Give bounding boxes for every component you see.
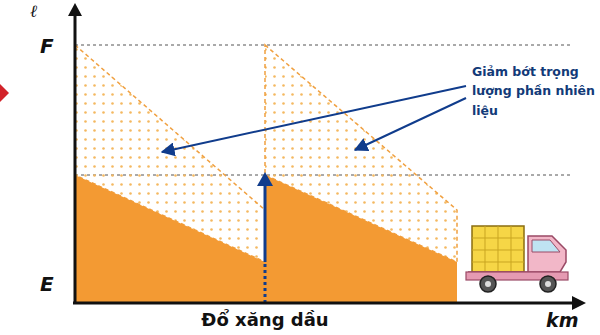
- refuel-label: Đổ xăng dầu: [201, 309, 328, 330]
- leader-line: [355, 98, 466, 150]
- refuel-arrowhead: [257, 172, 273, 186]
- y-axis-arrowhead: [68, 3, 82, 16]
- fuel-amount: [75, 175, 265, 303]
- refuel-arrow: [264, 184, 267, 262]
- axis-unit-label: ℓ: [30, 1, 37, 22]
- y-axis: [74, 14, 77, 304]
- refuel-arrow-dashed: [264, 262, 267, 303]
- full-level-label: F: [40, 34, 54, 58]
- x-axis-arrowhead: [572, 296, 586, 310]
- full-level-line: [75, 45, 570, 46]
- red-arrow-fragment: [0, 84, 9, 102]
- distance-unit-label: km: [546, 309, 578, 331]
- fuel-amount: [265, 175, 457, 303]
- callout-text: Giảm bớt trọng lượng phần nhiên liệu: [472, 62, 596, 120]
- x-axis: [73, 302, 574, 305]
- empty-level-label: E: [40, 272, 54, 296]
- leader-line: [162, 86, 466, 152]
- truck-icon: [466, 226, 568, 292]
